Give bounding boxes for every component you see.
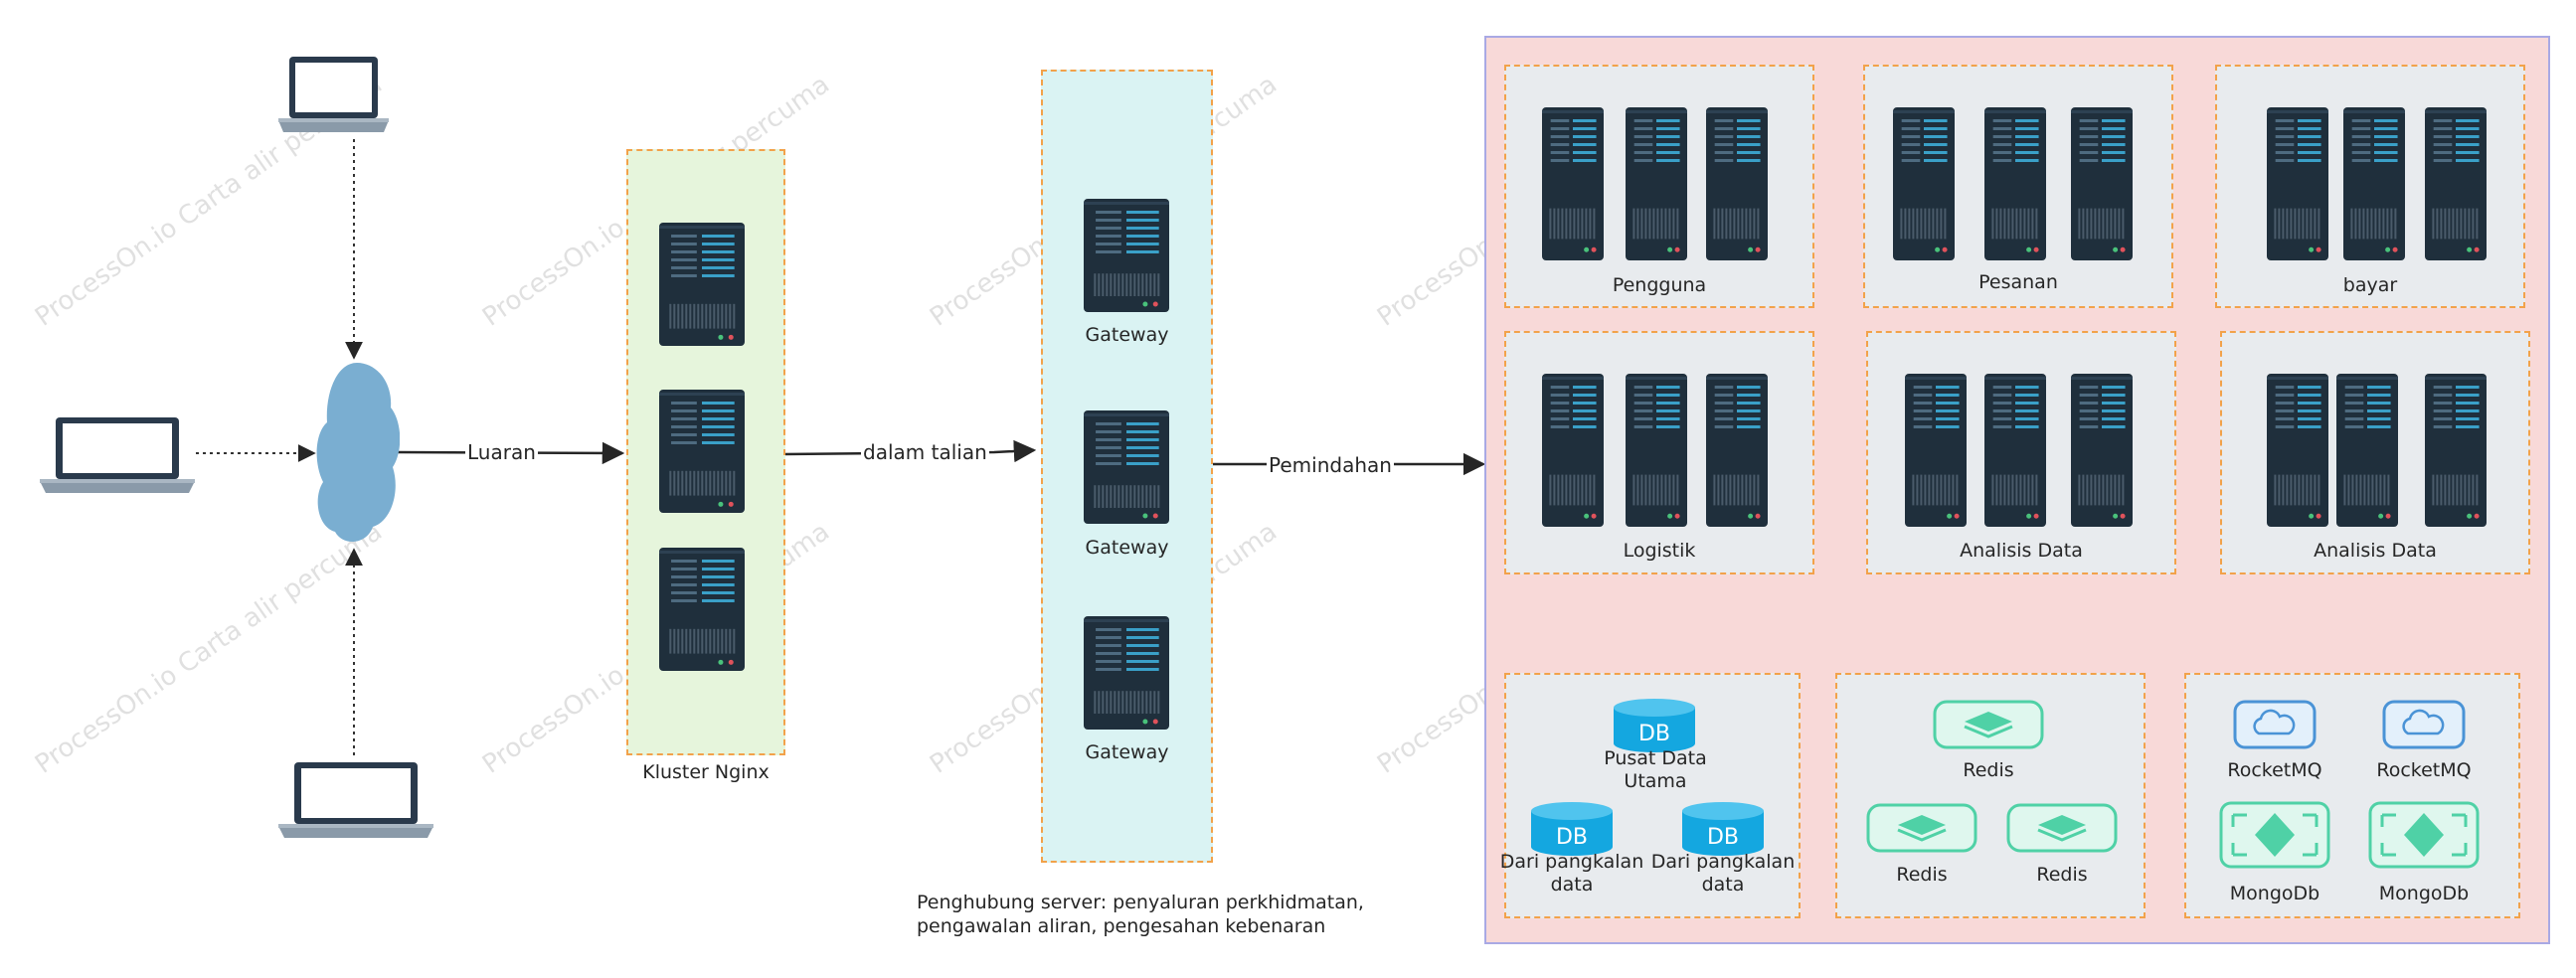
server-icon xyxy=(2071,107,2133,264)
server-icon xyxy=(659,223,745,350)
server-icon xyxy=(2425,107,2487,264)
svg-text:DB: DB xyxy=(1707,825,1739,850)
cloud-icon xyxy=(316,363,400,542)
server-icon xyxy=(1084,410,1169,528)
mongodb-label: MongoDb xyxy=(2229,883,2320,904)
redis-icon xyxy=(2006,803,2118,853)
server-icon xyxy=(2267,374,2328,531)
server-icon xyxy=(2425,374,2487,531)
server-icon xyxy=(1905,374,1967,531)
edge-label-forward: Pemindahan xyxy=(1267,453,1394,477)
server-icon xyxy=(2071,374,2133,531)
server-icon xyxy=(1984,107,2046,264)
db-slave-line: data xyxy=(1701,874,1745,896)
service-label: Logistik xyxy=(1623,540,1696,562)
server-icon xyxy=(659,548,745,675)
gateway-note: Penghubung server: penyaluran perkhidmat… xyxy=(917,891,1364,938)
redis-icon xyxy=(1866,803,1977,853)
gateway-label: Gateway xyxy=(1085,324,1169,346)
db-slave-line: data xyxy=(1550,874,1594,896)
gateway-note-line: Penghubung server: penyaluran perkhidmat… xyxy=(917,892,1364,913)
server-icon xyxy=(1984,374,2046,531)
gateway-note-line: pengawalan aliran, pengesahan kebenaran xyxy=(917,915,1326,937)
server-icon xyxy=(1893,107,1955,264)
service-label: Pengguna xyxy=(1612,274,1707,296)
server-icon xyxy=(1706,107,1768,264)
database-icon: DB xyxy=(1682,802,1764,856)
laptop-icon xyxy=(278,57,389,132)
db-slave-label: Dari pangkalan data xyxy=(1648,851,1798,896)
redis-label: Redis xyxy=(2036,864,2088,886)
svg-text:DB: DB xyxy=(1556,825,1588,850)
laptop-icon xyxy=(40,417,195,493)
server-icon xyxy=(1542,107,1604,264)
db-master-line: Utama xyxy=(1624,770,1687,792)
service-label: bayar xyxy=(2342,274,2398,296)
arrow-nginx-to-gateway xyxy=(782,439,1037,463)
server-icon xyxy=(2336,374,2398,531)
database-icon: DB xyxy=(1614,699,1695,752)
service-label: Pesanan xyxy=(1978,271,2058,293)
db-master-line: Pusat Data xyxy=(1604,747,1707,769)
rocketmq-icon xyxy=(2382,700,2466,749)
db-master-label: Pusat Data Utama xyxy=(1581,747,1730,793)
rocketmq-icon xyxy=(2233,700,2317,749)
redis-icon xyxy=(1933,700,2044,749)
gateway-label: Gateway xyxy=(1085,741,1169,763)
server-icon xyxy=(2267,107,2328,264)
server-icon xyxy=(1626,374,1687,531)
server-icon xyxy=(659,390,745,517)
db-slave-line: Dari pangkalan xyxy=(1499,851,1644,873)
mongodb-icon xyxy=(2368,801,2480,869)
database-icon: DB xyxy=(1531,802,1613,856)
edge-label-online: dalam talian xyxy=(861,440,989,464)
laptop-icon xyxy=(278,762,433,838)
svg-text:DB: DB xyxy=(1638,722,1670,746)
rocketmq-label: RocketMQ xyxy=(2376,759,2472,781)
server-icon xyxy=(2343,107,2405,264)
redis-label: Redis xyxy=(1963,759,2014,781)
server-icon xyxy=(1084,616,1169,734)
mongodb-icon xyxy=(2219,801,2330,869)
server-icon xyxy=(1542,374,1604,531)
service-label: Analisis Data xyxy=(2314,540,2437,562)
rocketmq-label: RocketMQ xyxy=(2227,759,2322,781)
edge-label-external: Luaran xyxy=(465,440,538,464)
service-label: Analisis Data xyxy=(1960,540,2083,562)
nginx-cluster-label: Kluster Nginx xyxy=(642,761,770,783)
db-slave-label: Dari pangkalan data xyxy=(1497,851,1646,896)
server-icon xyxy=(1706,374,1768,531)
mongodb-label: MongoDb xyxy=(2378,883,2470,904)
gateway-label: Gateway xyxy=(1085,537,1169,559)
server-icon xyxy=(1084,199,1169,316)
redis-label: Redis xyxy=(1896,864,1948,886)
db-slave-line: Dari pangkalan xyxy=(1650,851,1796,873)
server-icon xyxy=(1626,107,1687,264)
